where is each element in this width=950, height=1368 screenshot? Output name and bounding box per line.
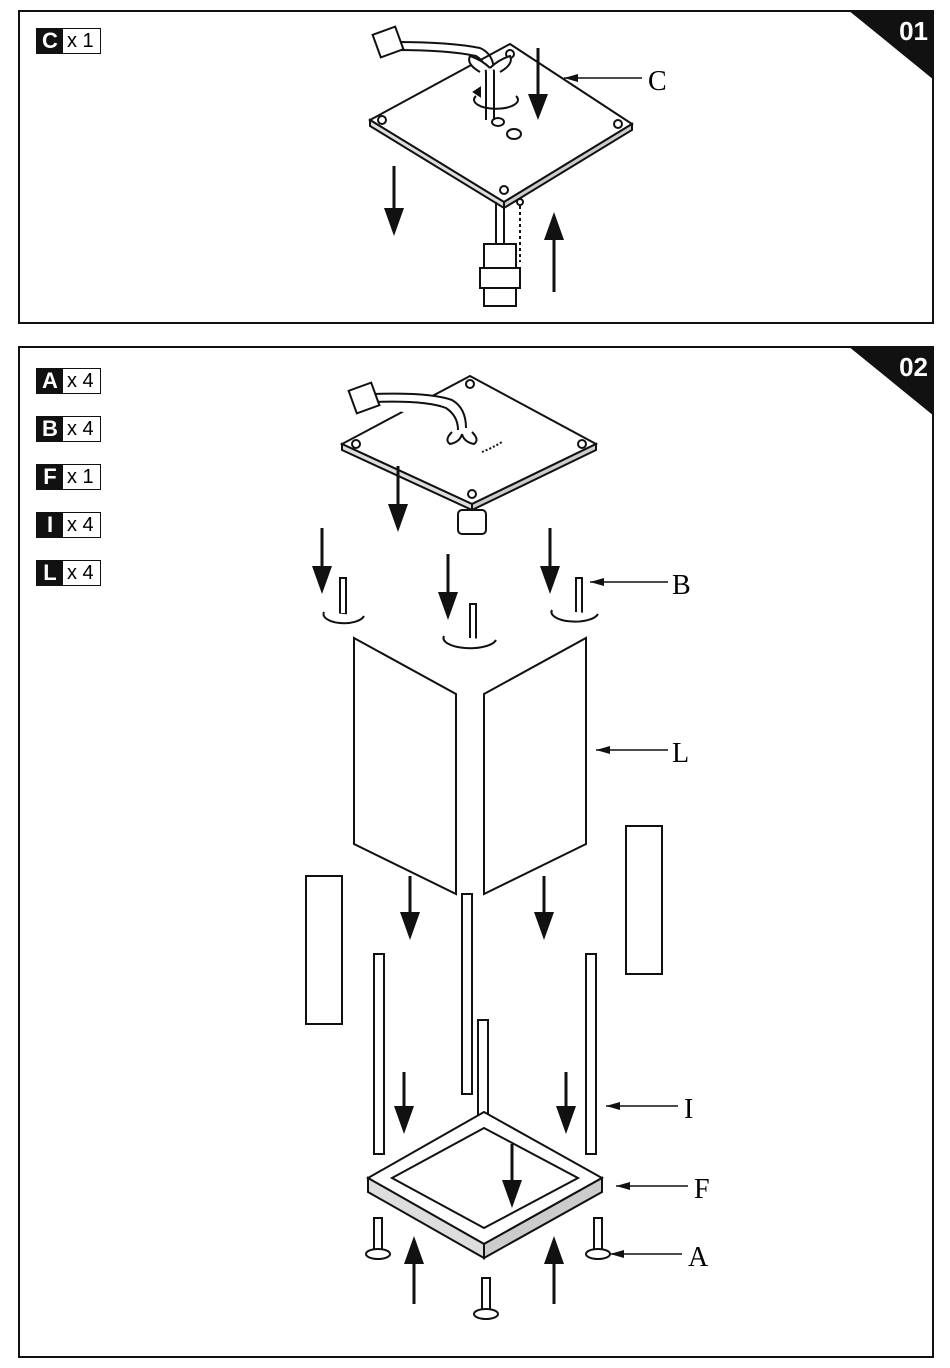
step-1-illustration: C	[20, 12, 936, 326]
callout-l: L	[672, 738, 689, 769]
step-2-illustration: B L I F A	[20, 348, 936, 1360]
callout-f: F	[694, 1174, 710, 1205]
step-2-panel: A x 4 B x 4 F x 1 I x 4 L x 4 02	[18, 346, 934, 1358]
callout-c: C	[648, 66, 667, 97]
base-frame-drawing	[368, 1112, 602, 1258]
threaded-rod-drawing	[324, 578, 598, 648]
top-assembly-drawing	[342, 376, 596, 534]
callout-leader	[564, 74, 642, 82]
step-1-panel: C x 1 01	[18, 10, 934, 324]
callout-b: B	[672, 570, 691, 601]
callout-a: A	[688, 1242, 709, 1273]
shade-panels-drawing	[354, 638, 586, 894]
callout-i: I	[684, 1094, 693, 1125]
socket-drawing	[480, 199, 523, 306]
